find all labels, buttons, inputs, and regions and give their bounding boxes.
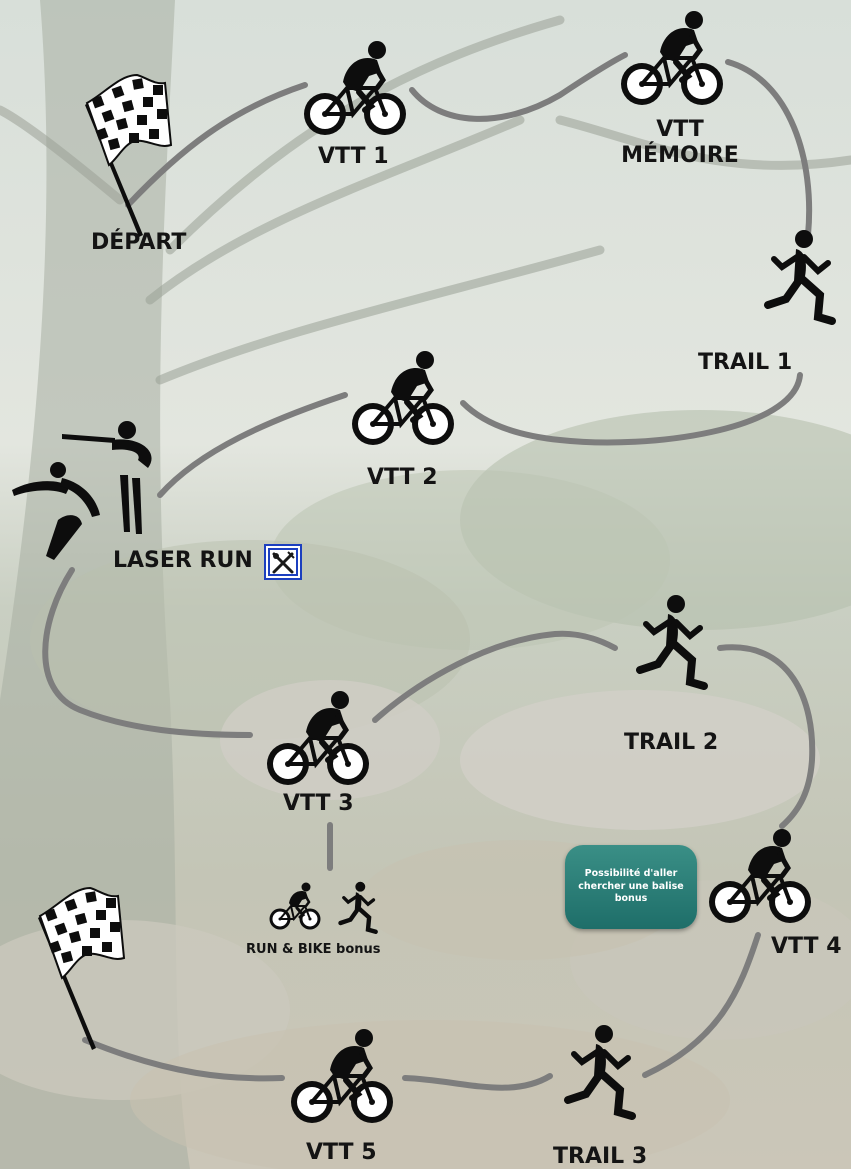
start-flag-icon bbox=[85, 75, 171, 237]
vtt4-cyclist-icon bbox=[709, 829, 811, 923]
laser-run-shooter-icon bbox=[12, 421, 152, 560]
vtt-memoire-cyclist-icon bbox=[621, 11, 723, 105]
finish-flag-icon bbox=[38, 888, 124, 1050]
vtt1-cyclist-icon bbox=[304, 41, 406, 135]
stage-label-vtt-memoire: VTT MÉMOIRE bbox=[614, 117, 746, 170]
trail2-runner-icon bbox=[640, 595, 704, 686]
bonus-checkpoint-text: Possibilité d'aller chercher une balise … bbox=[573, 868, 689, 906]
stage-label-depart: DÉPART bbox=[91, 230, 186, 256]
stage-label-vtt-memoire-line1: VTT bbox=[614, 117, 746, 143]
trail3-runner-icon bbox=[568, 1025, 632, 1116]
vtt5-cyclist-icon bbox=[291, 1029, 393, 1123]
stage-label-run-bike-bonus: RUN & BIKE bonus bbox=[246, 942, 381, 958]
bonus-checkpoint-note: Possibilité d'aller chercher une balise … bbox=[565, 845, 697, 929]
stage-label-vtt1: VTT 1 bbox=[318, 144, 389, 170]
stage-label-vtt2: VTT 2 bbox=[367, 465, 438, 491]
stage-label-laser-run: LASER RUN bbox=[113, 548, 253, 574]
stage-label-vtt4: VTT 4 bbox=[771, 934, 842, 960]
stage-label-trail2: TRAIL 2 bbox=[624, 730, 718, 756]
fork-knife-icon bbox=[264, 544, 302, 580]
stage-label-trail3: TRAIL 3 bbox=[553, 1144, 647, 1170]
vtt3-cyclist-icon bbox=[267, 691, 369, 785]
trail1-runner-icon bbox=[768, 230, 832, 321]
vtt2-cyclist-icon bbox=[352, 351, 454, 445]
stage-label-vtt3: VTT 3 bbox=[283, 791, 354, 817]
run-and-bike-icon bbox=[270, 882, 376, 932]
stage-label-trail1: TRAIL 1 bbox=[698, 350, 792, 376]
stage-label-vtt5: VTT 5 bbox=[306, 1140, 377, 1166]
stage-label-vtt-memoire-line2: MÉMOIRE bbox=[614, 143, 746, 169]
